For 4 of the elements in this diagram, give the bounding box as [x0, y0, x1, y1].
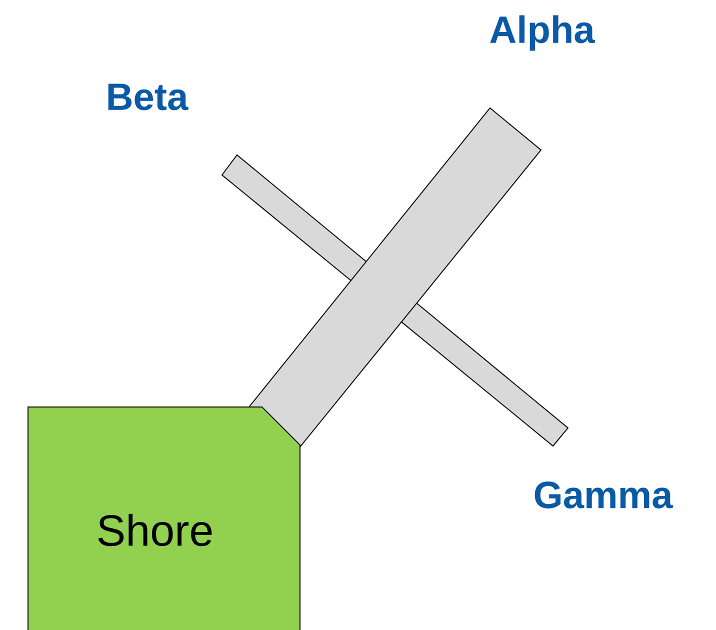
- bar-label: Beta: [108, 84, 188, 110]
- bar-label: Alpha: [490, 15, 596, 51]
- land-block: Shore: [28, 406, 300, 630]
- bar-label: Gamma: [534, 482, 673, 508]
